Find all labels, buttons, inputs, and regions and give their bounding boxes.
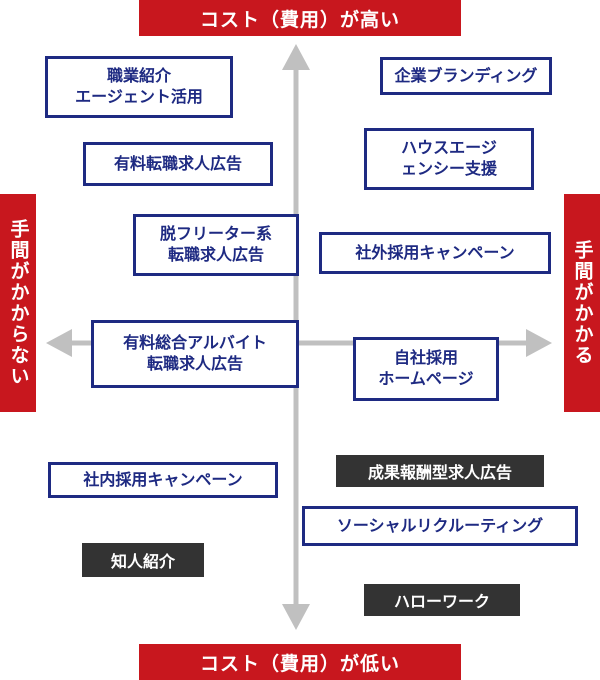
banner-low-effort: 手間がかからない (0, 194, 36, 412)
method-social-recruiting: ソーシャルリクルーティング (302, 506, 578, 546)
method-external-campaign: 社外採用キャンペーン (319, 232, 551, 274)
banner-cost-high: コスト（費用）が高い (139, 0, 461, 36)
axis-arrow-right (526, 329, 552, 357)
method-agent-placement: 職業紹介 エージェント活用 (45, 56, 233, 118)
method-freeter-job-ads: 脱フリーター系 転職求人広告 (133, 214, 299, 276)
method-hello-work: ハローワーク (364, 584, 520, 616)
method-referral: 知人紹介 (82, 543, 204, 577)
method-company-site: 自社採用 ホームページ (353, 337, 499, 401)
axis-arrow-down (282, 604, 310, 630)
method-general-parttime-ads: 有料総合アルバイト 転職求人広告 (91, 320, 299, 388)
banner-high-effort: 手間がかかる (564, 194, 600, 412)
method-success-fee-ads: 成果報酬型求人広告 (336, 455, 544, 487)
method-corporate-branding: 企業ブランディング (380, 57, 552, 95)
axis-arrow-up (282, 44, 310, 70)
axis-arrow-left (46, 329, 72, 357)
method-house-agency: ハウスエージ ェンシー支援 (364, 128, 534, 190)
method-internal-campaign: 社内採用キャンペーン (48, 462, 278, 498)
method-paid-job-ads: 有料転職求人広告 (83, 142, 273, 186)
banner-cost-low: コスト（費用）が低い (139, 644, 461, 680)
